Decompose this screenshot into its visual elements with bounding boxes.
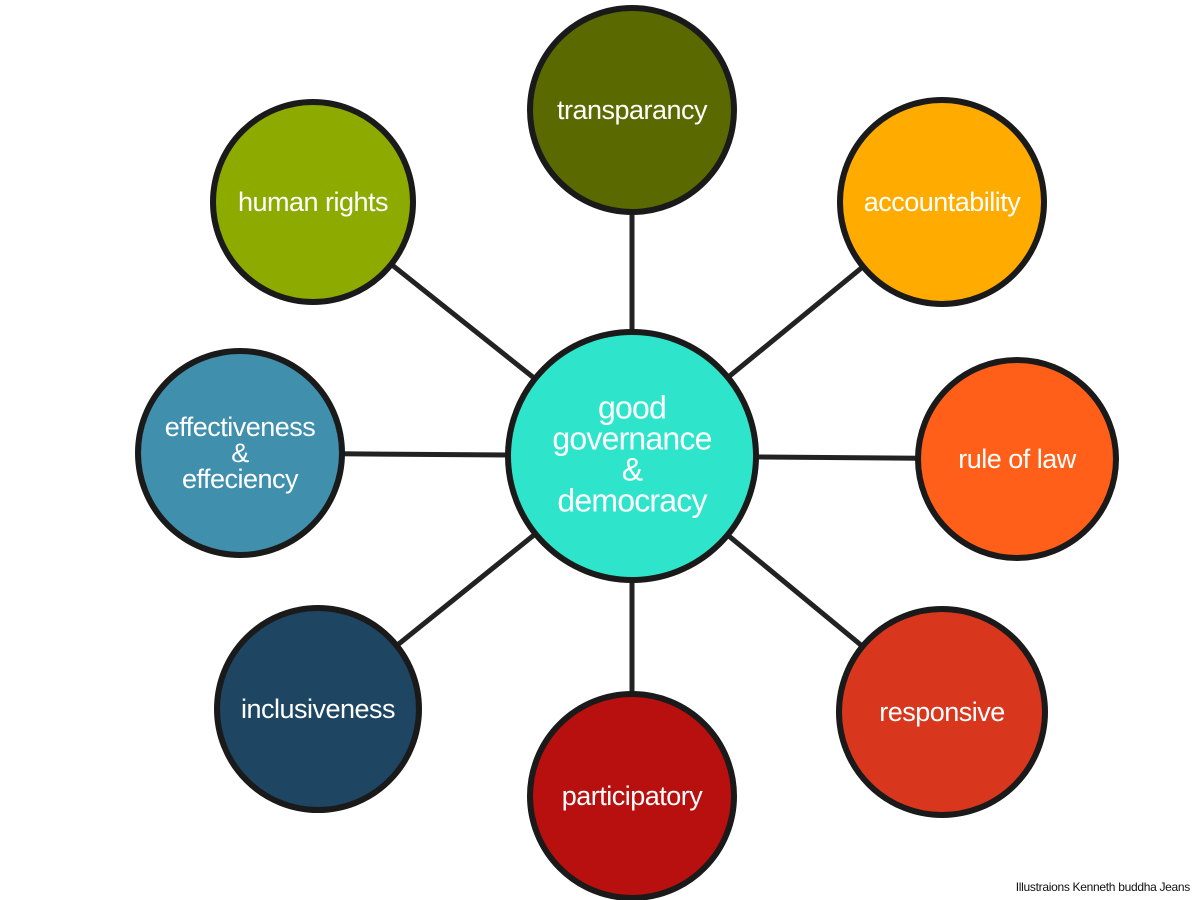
node-label-rule-of-law: rule of law (958, 444, 1077, 474)
label-line: democracy (557, 483, 707, 519)
node-label-human-rights: human rights (238, 187, 388, 217)
node-effectiveness-efficiency: effectiveness&effeciency (135, 348, 345, 558)
node-label-effectiveness-efficiency: effectiveness&effeciency (165, 412, 316, 494)
connector-effectiveness-efficiency (337, 451, 513, 458)
node-responsive: responsive (836, 606, 1048, 818)
node-inclusiveness: inclusiveness (214, 605, 422, 813)
node-label-responsive: responsive (879, 697, 1005, 727)
connector-rule-of-law (751, 454, 923, 461)
label-line: & (622, 452, 643, 488)
connector-human-rights (386, 259, 540, 384)
node-label-participatory: participatory (562, 781, 704, 811)
node-label-transparancy: transparancy (557, 95, 708, 125)
node-circle-responsive (836, 606, 1048, 818)
label-line: good (598, 390, 666, 426)
label-line: responsive (879, 697, 1005, 727)
node-label-inclusiveness: inclusiveness (241, 694, 395, 724)
node-circle-inclusiveness (214, 605, 422, 813)
center-circle (505, 329, 759, 583)
connector-accountability (723, 262, 868, 382)
label-line: rule of law (958, 444, 1077, 474)
node-transparancy: transparancy (527, 5, 737, 215)
nodes: transparancy accountability rule of law res… (135, 5, 1119, 900)
node-accountability: accountability (837, 97, 1047, 307)
connector-responsive (722, 530, 868, 651)
node-circle-transparancy (527, 5, 737, 215)
label-line: participatory (562, 781, 704, 811)
label-line: governance (552, 421, 711, 457)
label-line: inclusiveness (241, 694, 395, 724)
node-label-accountability: accountability (864, 187, 1022, 217)
node-circle-effectiveness-efficiency (135, 348, 345, 558)
node-circle-participatory (527, 691, 737, 900)
node-participatory: participatory (527, 691, 737, 900)
label-line: transparancy (557, 95, 708, 125)
label-line: human rights (238, 187, 388, 217)
node-human-rights: human rights (210, 99, 416, 305)
label-line: accountability (864, 187, 1022, 217)
node-circle-rule-of-law (915, 357, 1119, 561)
node-circle-accountability (837, 97, 1047, 307)
node-rule-of-law: rule of law (915, 357, 1119, 561)
credit-text: Illustraions Kenneth buddha Jeans (1015, 880, 1191, 894)
label-line: effectiveness (165, 412, 316, 442)
connectors (337, 208, 923, 698)
node-circle-human-rights (210, 99, 416, 305)
label-line: effeciency (182, 464, 299, 494)
connector-inclusiveness (391, 529, 541, 651)
label-line: & (231, 438, 249, 468)
